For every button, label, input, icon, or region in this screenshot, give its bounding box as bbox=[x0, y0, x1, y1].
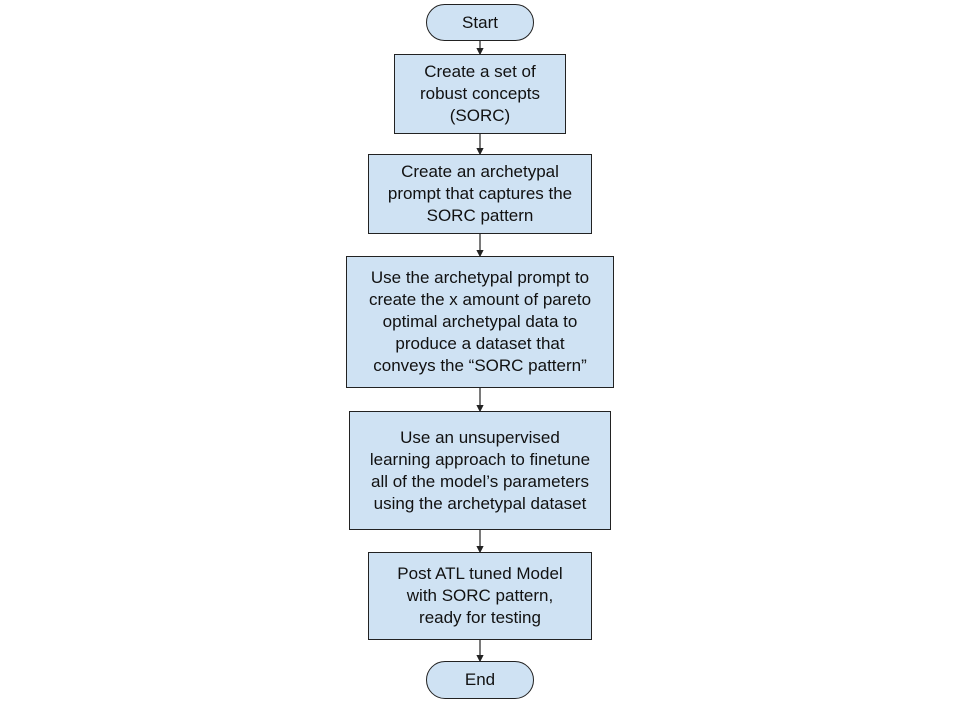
step-generate-dataset: Use the archetypal prompt to create the … bbox=[346, 256, 614, 388]
step-tuned-model: Post ATL tuned Model with SORC pattern, … bbox=[368, 552, 592, 640]
step-tuned-model-label: Post ATL tuned Model with SORC pattern, … bbox=[397, 564, 563, 627]
step-generate-dataset-label: Use the archetypal prompt to create the … bbox=[368, 268, 592, 375]
step-finetune-label: Use an unsupervised learning approach to… bbox=[369, 427, 591, 513]
end-node: End bbox=[426, 661, 534, 699]
start-node: Start bbox=[426, 4, 534, 41]
start-label: Start bbox=[462, 12, 498, 32]
step-archetypal-prompt: Create an archetypal prompt that capture… bbox=[368, 154, 592, 234]
step-archetypal-prompt-label: Create an archetypal prompt that capture… bbox=[387, 162, 573, 225]
step-create-sorc-label: Create a set of robust concepts (SORC) bbox=[419, 62, 540, 125]
end-label: End bbox=[464, 670, 496, 689]
step-finetune: Use an unsupervised learning approach to… bbox=[349, 411, 611, 530]
step-create-sorc: Create a set of robust concepts (SORC) bbox=[394, 54, 566, 134]
